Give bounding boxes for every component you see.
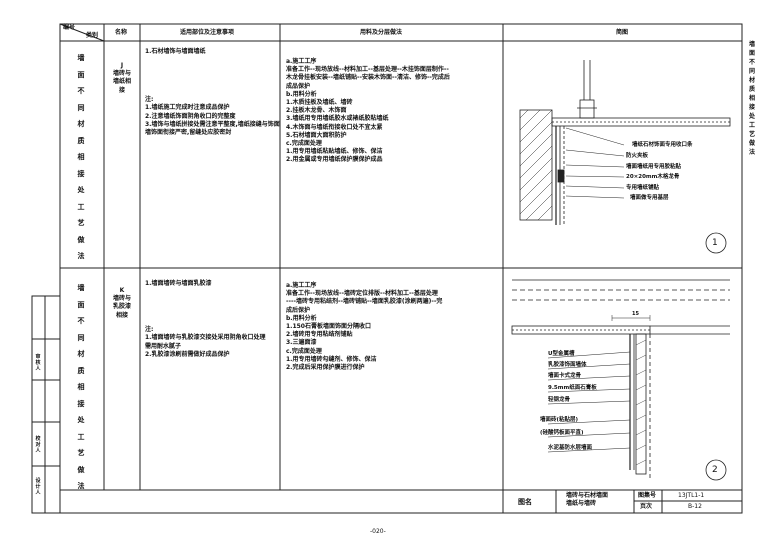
row2-layer-line: 成后保护 bbox=[286, 306, 311, 314]
row1-name-line: 接 bbox=[118, 86, 125, 94]
sketch-1 bbox=[519, 60, 731, 254]
header-category-label: 类别 bbox=[86, 32, 99, 39]
row2-callout: 水泥基防水层墙面 bbox=[548, 445, 593, 451]
row1-name: J 墙砖与 墙纸相 接 bbox=[110, 62, 134, 95]
row2-b-line: 2.墙砖用专用粘结剂铺贴 bbox=[286, 331, 353, 339]
page-value: B-12 bbox=[688, 503, 702, 510]
left-strip-reviewer: 审核人 bbox=[35, 354, 41, 372]
row2-c-line: 1.用专用墙砖勾缝剂、修饰、保洁 bbox=[286, 355, 377, 363]
detail-number-1: 1 bbox=[712, 238, 718, 248]
row1-callout: 专用墙纸铺贴 bbox=[626, 185, 660, 191]
row2-c-title: c.完成面处理 bbox=[286, 347, 322, 355]
row2-dimension: 15 bbox=[632, 311, 639, 317]
row1-name-line: 墙砖与 bbox=[112, 70, 131, 78]
header-name: 名称 bbox=[115, 29, 128, 36]
row2-b-line: 1.150石膏板墙面饰面分隔收口 bbox=[286, 323, 371, 331]
row2-note: 需用耐水腻子 bbox=[145, 342, 182, 350]
row1-layer-title: a.施工工序 bbox=[286, 58, 317, 65]
row2-note: 1.墙面墙砖与乳胶漆交接处采用阴角收口处理 bbox=[145, 334, 266, 342]
row1-layer-line: 成品保护 bbox=[286, 82, 311, 90]
title-block-title: 墙砖与石材墙面 墙纸与墙砖 bbox=[566, 492, 608, 508]
row2-name-line: 相接 bbox=[115, 311, 128, 319]
row1-callout: 防火夹板 bbox=[626, 153, 649, 159]
row1-note: 墙饰面衔接严密,留缝处应胶密封 bbox=[145, 129, 232, 137]
row2-scope: 1.墙面墙砖与墙面乳胶漆 注: 1.墙面墙砖与乳胶漆交接处采用阴角收口处理 需用… bbox=[145, 280, 265, 359]
title-line: 墙砖与石材墙面 bbox=[566, 492, 609, 499]
row1-note: 3.墙饰与墙纸拼接处需注意平整度,墙纸接缝与饰面 bbox=[145, 120, 280, 128]
row1-callout: 墙纸石材饰面专用收口条 bbox=[632, 142, 693, 148]
row1-category: 墙面不同材质相接处工艺做法 bbox=[77, 54, 85, 260]
left-strip-designer: 设计人 bbox=[35, 478, 41, 496]
row2-b-line: 3.三遍面漆 bbox=[286, 339, 317, 347]
row2-callout: 轻钢龙骨 bbox=[548, 397, 571, 403]
row1-callout: 墙面做专用基层 bbox=[630, 195, 669, 201]
row1-b-title: b.用料分析 bbox=[286, 90, 317, 98]
row2-name-line: 乳胶漆 bbox=[112, 303, 131, 311]
row1-b-line: 1.木质挂板及墙纸、墙砖 bbox=[286, 99, 353, 107]
row2-c-line: 2.完成后采用保护膜进行保护 bbox=[286, 364, 365, 372]
sketch-2 bbox=[511, 279, 730, 481]
header-scope: 适用部位及注意事项 bbox=[180, 29, 235, 36]
title-line: 墙纸与墙砖 bbox=[566, 500, 597, 508]
row1-layers: a.施工工序 准备工作--现场放线--材料加工--基层处理--木挂饰面层制作--… bbox=[286, 58, 450, 165]
page-number: -020- bbox=[370, 528, 386, 535]
row1-b-line: 2.挂板木龙骨、木饰面 bbox=[286, 107, 347, 115]
right-margin-title: 墙面不同材质相接处工艺做法 bbox=[748, 41, 755, 156]
row2-note: 2.乳胶漆涂刷前需做好成品保护 bbox=[145, 350, 230, 358]
row2-layer-line: ----墙砖专用粘结剂--墙砖铺贴--墙面乳胶漆(涂刷两遍)--完 bbox=[286, 298, 443, 306]
page-label: 页次 bbox=[640, 503, 653, 510]
row2-note-title: 注: bbox=[145, 326, 154, 334]
row2-layers: a.施工工序 准备工作--现场放线--墙砖定位排版--材料加工--基层处理 --… bbox=[286, 282, 442, 372]
row1-layer-line: 准备工作--现场放线--材料加工--基层处理--木挂饰面层制作-- bbox=[286, 66, 449, 74]
row2-category: 墙面不同材质相接处工艺做法 bbox=[77, 284, 85, 490]
row2-scope-title: 1.墙面墙砖与墙面乳胶漆 bbox=[145, 280, 212, 287]
row2-name-line: 墙砖与 bbox=[112, 295, 131, 303]
row2-callout: 乳胶漆饰面墙体 bbox=[548, 362, 587, 368]
row1-note: 2.注意墙纸饰面阴角收口的完整度 bbox=[145, 112, 236, 120]
row2-b-title: b.用料分析 bbox=[286, 314, 317, 322]
row1-code: J bbox=[120, 62, 124, 69]
row1-b-line: 4.木饰面与墙纸衔接收口处不宜太紧 bbox=[286, 123, 383, 131]
detail-number-2: 2 bbox=[712, 465, 718, 475]
row2-code: K bbox=[119, 287, 125, 294]
row1-b-line: 3.墙纸用专用墙纸胶水或裱纸胶粘墙纸 bbox=[286, 115, 389, 123]
left-strip-frame bbox=[31, 295, 61, 514]
header-layers: 用料及分层做法 bbox=[360, 29, 403, 36]
row1-layer-line: 木龙骨挂板安装--墙纸铺贴--安装木饰面--清洁、修饰--完成后 bbox=[286, 74, 450, 82]
left-strip-checker: 校对人 bbox=[35, 436, 41, 454]
row2-layer-title: a.施工工序 bbox=[286, 282, 317, 289]
row2-callout: U型金属槽 bbox=[548, 351, 575, 357]
row1-scope-title: 1.石材墙饰与墙面墙纸 bbox=[145, 48, 206, 55]
row1-c-line: 2.用金属或专用墙纸保护膜保护成品 bbox=[286, 156, 383, 164]
row2-callout: (硅酸钙板面平直) bbox=[540, 430, 584, 436]
row1-c-title: c.完成面处理 bbox=[286, 140, 322, 148]
row1-c-line: 1.用专用墙纸粘贴墙纸、修饰、保洁 bbox=[286, 148, 383, 156]
row2-name: K 墙砖与 乳胶漆 相接 bbox=[110, 287, 134, 320]
row2-callout: 墙面卡式龙骨 bbox=[548, 373, 582, 379]
row1-scope: 1.石材墙饰与墙面墙纸 注: 1.墙纸施工完成时注意成品保护 2.注意墙纸饰面阴… bbox=[145, 48, 280, 137]
header-sketch: 简图 bbox=[616, 29, 629, 36]
row1-callout: 20×20mm木格龙骨 bbox=[626, 174, 680, 180]
row2-callout: 墙面砖(粘贴层) bbox=[540, 417, 579, 423]
row1-callout: 墙面墙纸用专用胶粘贴 bbox=[626, 164, 682, 170]
row1-note: 1.墙纸施工完成时注意成品保护 bbox=[145, 104, 230, 112]
row2-layer-line: 准备工作--现场放线--墙砖定位排版--材料加工--基层处理 bbox=[286, 290, 438, 298]
atlas-value: 13JTL1-1 bbox=[678, 492, 705, 499]
title-block-label: 图名 bbox=[518, 498, 532, 506]
header-code-label: 编号 bbox=[63, 24, 76, 31]
atlas-label: 图集号 bbox=[638, 492, 657, 499]
row1-name-line: 墙纸相 bbox=[112, 78, 131, 86]
row1-b-line: 5.石材墙面大面积防护 bbox=[286, 131, 347, 139]
row1-note-title: 注: bbox=[145, 96, 154, 104]
row2-callout: 9.5mm纸面石膏板 bbox=[548, 385, 597, 391]
